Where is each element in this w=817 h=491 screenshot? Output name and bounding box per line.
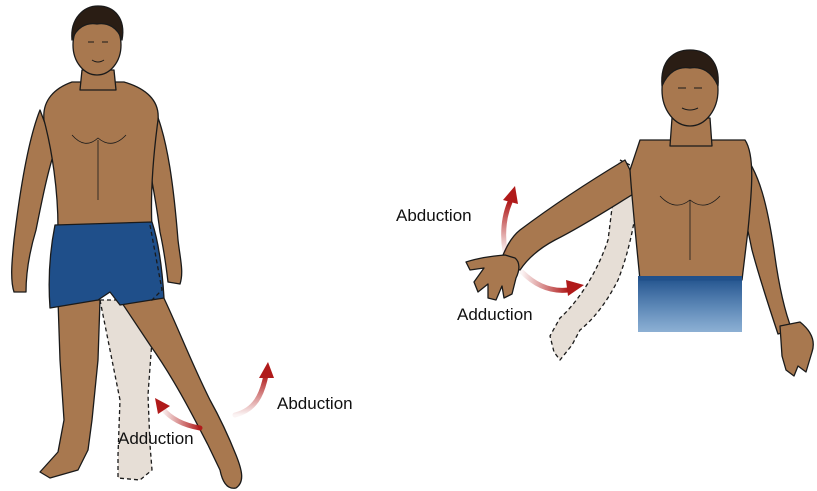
abducted-hand [466,255,519,300]
pants [638,276,742,332]
arm-adduction-arrow [522,272,584,296]
leg-abduction-label: Abduction [277,394,353,413]
leg-adduction-label: Adduction [118,429,194,448]
torso [44,82,158,228]
arrowhead [259,362,274,378]
figure-standing-leg [12,6,242,488]
right-hand [780,322,813,376]
standing-leg [40,300,100,478]
leg-abduction-arrow [235,362,274,415]
shorts [49,222,164,308]
figure-upper-body-arm [466,50,813,376]
arm-adduction-label: Adduction [457,305,533,324]
arrowhead [503,186,518,204]
arm-abduction-label: Abduction [396,206,472,225]
torso [630,140,752,280]
curved-arrow-icon [235,375,266,415]
curved-arrow-icon [522,272,568,290]
